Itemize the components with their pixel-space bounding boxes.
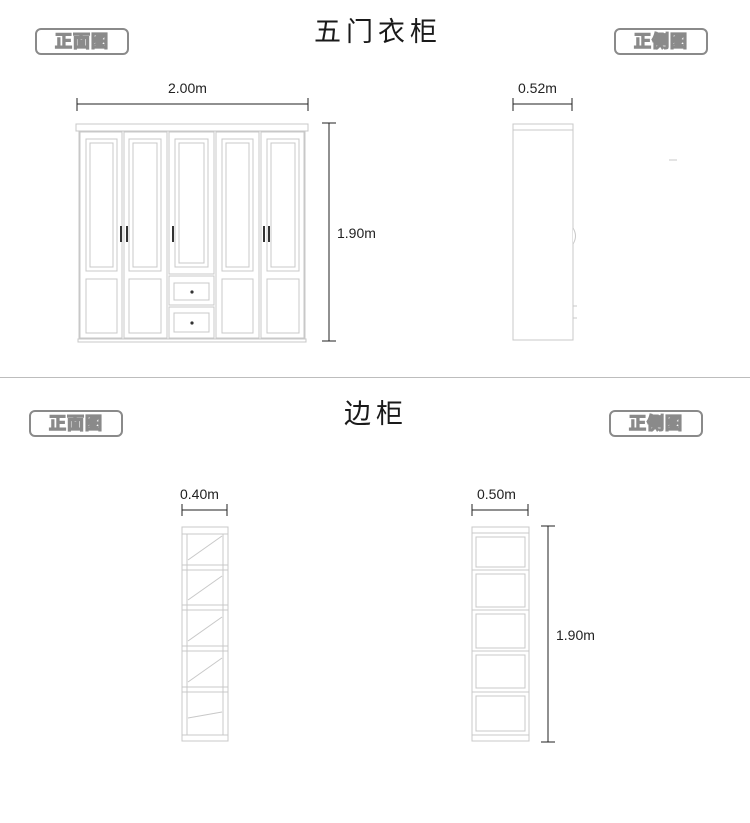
side-view-badge: 正侧图 <box>609 410 703 437</box>
cabinet-front-width-label: 0.40m <box>180 486 219 502</box>
wardrobe-height-dimension <box>322 122 336 342</box>
wardrobe-depth-dimension <box>512 98 573 111</box>
wardrobe-front-drawing <box>75 123 309 343</box>
wardrobe-width-dimension <box>76 98 309 111</box>
front-view-badge: 正面图 <box>29 410 123 437</box>
front-view-badge: 正面图 <box>35 28 129 55</box>
wardrobe-side-drawing <box>512 123 677 341</box>
wardrobe-depth-label: 0.52m <box>518 80 557 96</box>
wardrobe-title: 五门衣柜 <box>314 17 442 48</box>
side-cabinet-title: 边柜 <box>344 399 408 430</box>
side-view-badge: 正侧图 <box>614 28 708 55</box>
cabinet-height-label: 1.90m <box>556 627 595 643</box>
section-divider <box>0 377 750 378</box>
cabinet-height-dimension <box>541 525 555 743</box>
cabinet-side-width-label: 0.50m <box>477 486 516 502</box>
cabinet-side-drawing <box>471 526 530 742</box>
cabinet-front-width-dimension <box>181 504 228 516</box>
wardrobe-height-label: 1.90m <box>337 225 376 241</box>
cabinet-side-width-dimension <box>471 504 529 516</box>
wardrobe-width-label: 2.00m <box>168 80 207 96</box>
wardrobe-handles <box>120 226 270 325</box>
cabinet-front-drawing <box>181 526 229 742</box>
